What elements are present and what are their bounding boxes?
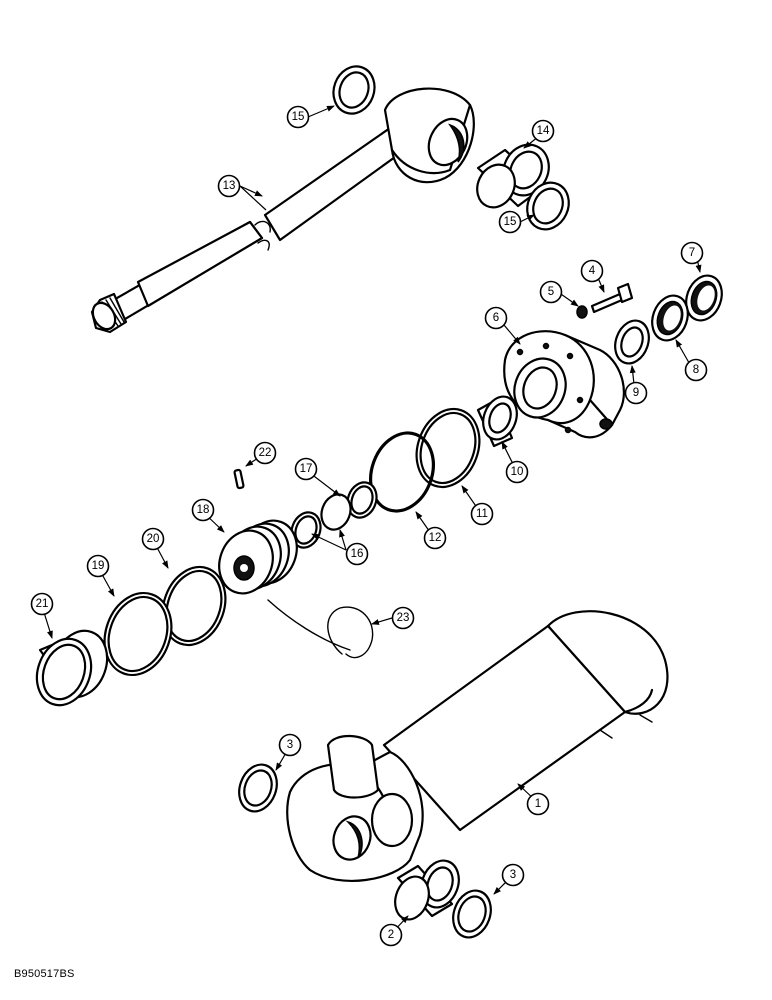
svg-text:20: 20 — [147, 533, 160, 545]
lock-washer-part-5 — [576, 305, 588, 319]
piston-rod-part-13 — [90, 87, 475, 334]
backup-ring-part-11 — [415, 407, 481, 489]
wear-ring-part-21 — [35, 629, 109, 707]
callout-11: 11 — [470, 502, 494, 526]
piston-part-18 — [218, 519, 298, 595]
callout-12: 12 — [423, 526, 447, 550]
svg-text:3: 3 — [287, 739, 293, 751]
callout-18: 18 — [191, 498, 215, 522]
svg-text:14: 14 — [537, 125, 550, 137]
callout-4: 4 — [580, 259, 604, 283]
callout-2: 2 — [379, 923, 403, 947]
svg-text:8: 8 — [693, 364, 699, 376]
callout-17: 17 — [294, 457, 318, 481]
callout-16: 16 — [345, 542, 369, 566]
svg-text:3: 3 — [510, 869, 516, 881]
callout-21: 21 — [30, 592, 54, 616]
snap-ring-part-23 — [267, 599, 374, 659]
svg-text:5: 5 — [548, 286, 554, 298]
svg-text:16: 16 — [351, 548, 364, 560]
callout-22: 22 — [253, 441, 277, 465]
wiper-seal-part-7 — [685, 274, 723, 322]
cylinder-head-part-6 — [503, 330, 625, 439]
cylinder-barrel-part-1 — [286, 610, 669, 882]
buffer-seal-part-9 — [614, 319, 650, 365]
svg-text:19: 19 — [92, 560, 105, 572]
callout-14: 14 — [531, 119, 555, 143]
svg-text:15: 15 — [504, 216, 517, 228]
svg-text:10: 10 — [511, 466, 524, 478]
svg-text:7: 7 — [689, 247, 695, 259]
callout-15-bottom: 15 — [498, 210, 522, 234]
callout-15-top: 15 — [286, 105, 310, 129]
wiper-ring-part-3-bottom — [452, 889, 492, 939]
svg-text:11: 11 — [476, 508, 488, 520]
svg-text:9: 9 — [633, 387, 639, 399]
seal-ring-part-19 — [103, 591, 173, 677]
svg-text:15: 15 — [292, 111, 305, 123]
bushing-part-10 — [476, 395, 518, 448]
svg-text:18: 18 — [197, 504, 210, 516]
svg-text:13: 13 — [223, 180, 236, 192]
svg-text:21: 21 — [36, 598, 49, 610]
svg-text:12: 12 — [429, 532, 442, 544]
callout-3-bottom: 3 — [501, 863, 525, 887]
roll-pin-part-22 — [233, 468, 245, 490]
wiper-ring-part-15-top — [332, 65, 376, 115]
wear-ring-part-20 — [161, 565, 227, 647]
callout-10: 10 — [505, 460, 529, 484]
callout-23: 23 — [391, 606, 415, 630]
svg-text:4: 4 — [589, 265, 596, 277]
callout-1: 1 — [526, 792, 550, 816]
callout-5: 5 — [539, 280, 563, 304]
callout-19: 19 — [86, 554, 110, 578]
svg-text:23: 23 — [397, 612, 410, 624]
piston-seal-part-17 — [346, 481, 378, 519]
wiper-ring-part-15-bottom — [526, 181, 570, 231]
callout-3-top: 3 — [278, 733, 302, 757]
rod-seal-part-8 — [651, 294, 689, 342]
callout-20: 20 — [141, 527, 165, 551]
callout-7: 7 — [680, 241, 704, 265]
svg-text:2: 2 — [388, 929, 394, 941]
wiper-ring-part-3-top — [238, 763, 278, 813]
callout-13: 13 — [217, 174, 241, 198]
svg-text:17: 17 — [300, 463, 313, 475]
o-ring-part-12 — [369, 431, 435, 513]
capscrew-part-4 — [590, 282, 634, 314]
svg-text:6: 6 — [493, 312, 499, 324]
callout-8: 8 — [684, 358, 708, 382]
callouts: 15 14 13 15 4 7 5 6 8 9 10 22 17 11 18 1… — [30, 105, 708, 947]
callout-9: 9 — [624, 381, 648, 405]
callout-6: 6 — [484, 306, 508, 330]
figure-code: B950517BS — [14, 968, 75, 980]
svg-text:22: 22 — [259, 447, 272, 459]
bushing-part-2 — [394, 859, 460, 921]
svg-text:1: 1 — [535, 798, 541, 810]
